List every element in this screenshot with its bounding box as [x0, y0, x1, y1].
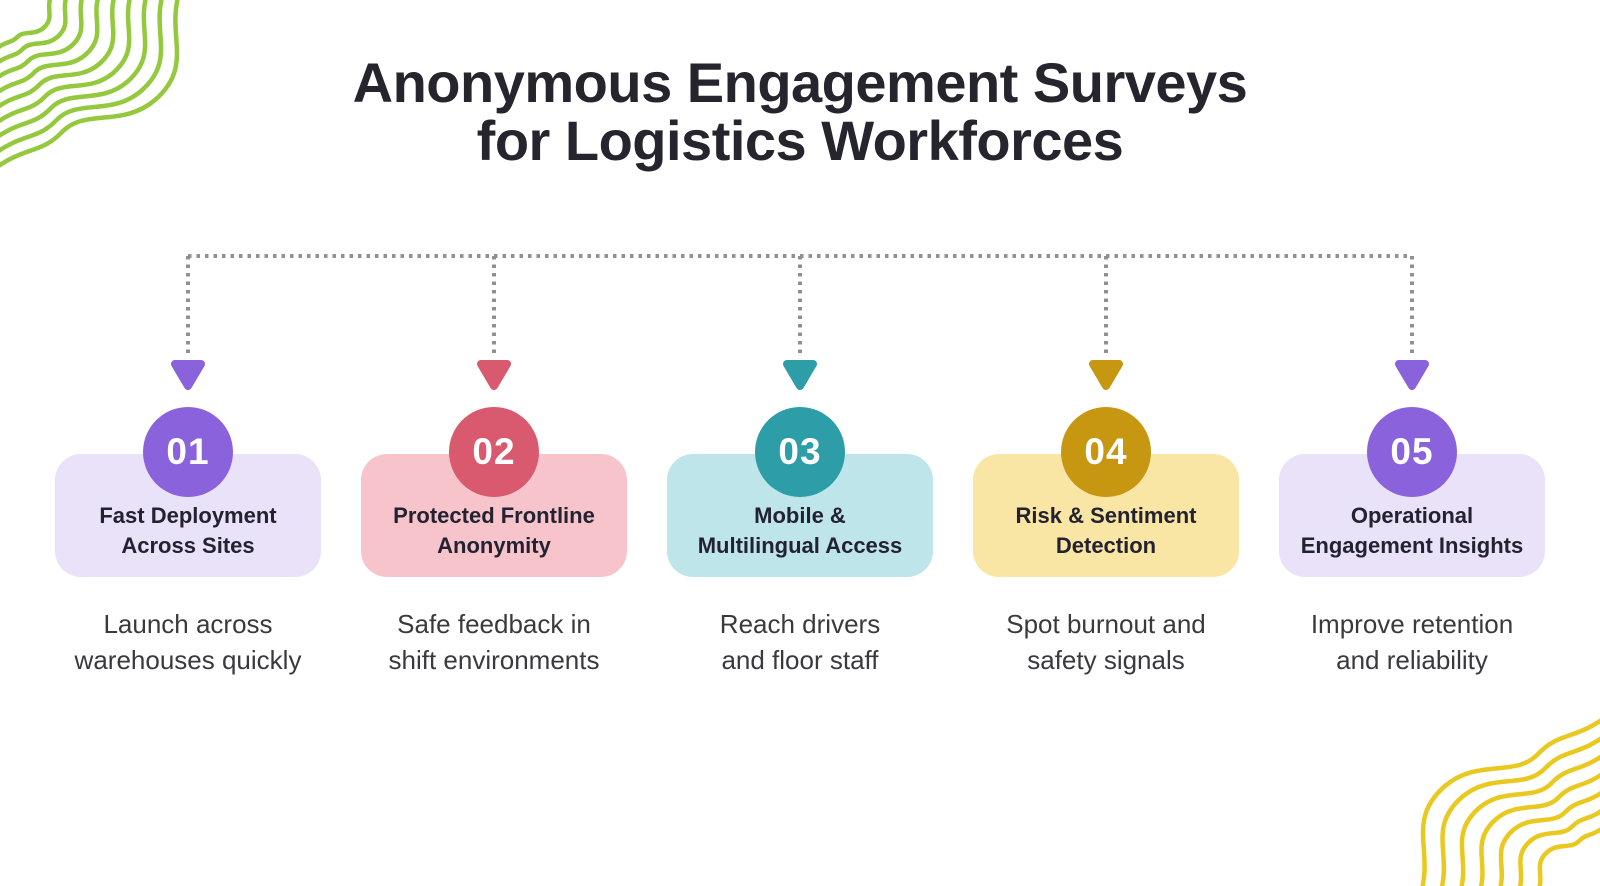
page-title-line2: for Logistics Workforces [476, 109, 1124, 173]
number-badge: 04 [1061, 407, 1151, 497]
feature-column-5: 05 Operational Engagement Insights Impro… [1259, 407, 1565, 679]
yellow-wave-lines [1420, 714, 1600, 886]
page-title: Anonymous Engagement Surveys for Logisti… [0, 51, 1600, 173]
card-description: Spot burnout and safety signals [1006, 609, 1206, 675]
connector-tree [171, 254, 1429, 390]
card-title: Operational Engagement Insights [1300, 503, 1524, 558]
wave-decoration-top-left [0, 0, 215, 210]
card-title: Mobile & Multilingual Access [697, 503, 903, 558]
arrow-down-icon [477, 360, 511, 390]
card-description: Reach drivers and floor staff [719, 609, 881, 675]
number-badge: 01 [143, 407, 233, 497]
green-wave-lines [0, 0, 180, 172]
number-badge-label: 01 [166, 431, 210, 472]
card-title: Risk & Sentiment Detection [1015, 503, 1197, 558]
card-description: Improve retention and reliability [1310, 609, 1514, 675]
number-badge-label: 05 [1390, 431, 1434, 472]
number-badge-label: 02 [472, 431, 516, 472]
number-badge: 03 [755, 407, 845, 497]
arrow-down-icon [171, 360, 205, 390]
number-badge: 05 [1367, 407, 1457, 497]
arrow-down-icon [783, 360, 817, 390]
feature-column-1: 01 Fast Deployment Across Sites Launch a… [35, 407, 341, 679]
page-title-line1: Anonymous Engagement Surveys [352, 51, 1248, 114]
arrow-down-icon [1395, 360, 1429, 390]
card-title: Protected Frontline Anonymity [393, 503, 595, 558]
number-badge-label: 04 [1084, 431, 1128, 472]
card-title: Fast Deployment Across Sites [99, 503, 277, 558]
card-description: Safe feedback in shift environments [388, 609, 600, 675]
card-description: Launch across warehouses quickly [74, 609, 302, 675]
feature-column-2: 02 Protected Frontline Anonymity Safe fe… [341, 407, 647, 679]
number-badge-label: 03 [778, 431, 822, 472]
number-badge: 02 [449, 407, 539, 497]
feature-column-4: 04 Risk & Sentiment Detection Spot burno… [953, 407, 1259, 679]
wave-decoration-bottom-right [1385, 686, 1600, 886]
arrow-down-icon [1089, 360, 1123, 390]
feature-columns: 01 Fast Deployment Across Sites Launch a… [35, 407, 1565, 679]
feature-column-3: 03 Mobile & Multilingual Access Reach dr… [647, 407, 953, 679]
